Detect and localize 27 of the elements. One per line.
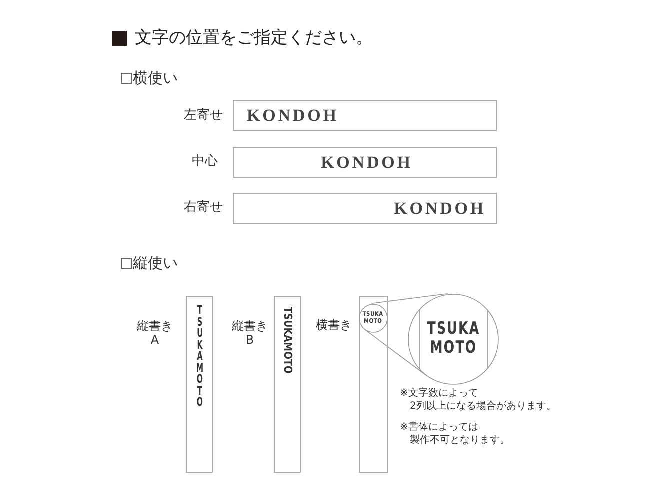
- sample-name: TSUKA MOTO: [427, 320, 480, 358]
- zoom-line: [364, 329, 427, 376]
- nameplate-box: [274, 296, 301, 473]
- nameplate-box: [186, 296, 213, 473]
- option-label: 左寄せ: [184, 107, 223, 125]
- sample-name: KONDOH: [394, 198, 486, 218]
- magnified-circle: [408, 294, 499, 384]
- option-label: 横書き: [316, 317, 352, 334]
- option-label: 右寄せ: [184, 199, 223, 217]
- section-heading: 横使い: [133, 68, 178, 88]
- detail-circle: [359, 304, 388, 332]
- note-text: ※文字数によって2列以上になる場合があります。: [400, 387, 556, 413]
- sample-name: TSUKAMOTO: [196, 305, 204, 408]
- nameplate-box: [233, 100, 497, 131]
- option-label: 縦書き A: [136, 319, 174, 347]
- section-heading: 縦使い: [133, 253, 178, 273]
- nameplate-box: [233, 193, 497, 224]
- sample-name: KONDOH: [247, 106, 339, 126]
- zoom-line: [371, 294, 448, 304]
- note-text: ※書体によっては製作不可となります。: [400, 421, 510, 447]
- nameplate-box: [359, 296, 388, 473]
- sample-name: KONDOH: [321, 152, 413, 172]
- page-title: 文字の位置をご指定ください。: [135, 27, 373, 49]
- sample-name: TSUKAMOTO: [282, 307, 294, 374]
- option-label: 縦書き B: [231, 319, 269, 347]
- option-label: 中心: [192, 153, 218, 171]
- nameplate-box: [233, 147, 497, 178]
